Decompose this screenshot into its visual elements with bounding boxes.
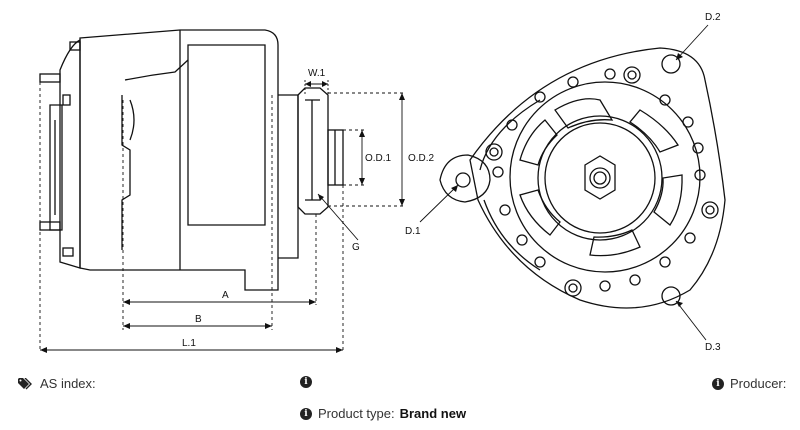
mounting-ear	[439, 154, 491, 203]
label-a: A	[222, 290, 229, 301]
label-d2: D.2	[705, 12, 721, 23]
product-type-label: Product type:	[318, 406, 395, 421]
as-index-info: i	[300, 376, 318, 388]
label-g: G	[352, 242, 360, 253]
alternator-technical-drawing: W.1 O.D.1 O.D.2 G A B L.1	[39, 12, 726, 353]
side-dimensions	[39, 80, 405, 352]
left-stud-top	[39, 73, 61, 83]
pulley-side	[297, 87, 329, 215]
mount-hole-d3	[661, 286, 681, 306]
info-circle-icon[interactable]: i	[300, 407, 312, 420]
product-type-row: i Product type: Brand new	[300, 406, 466, 421]
label-w1: W.1	[308, 68, 326, 79]
label-d1: D.1	[405, 226, 421, 237]
producer-label: Producer:	[730, 376, 787, 391]
as-index-label: AS index:	[40, 376, 96, 391]
pulley-nut	[584, 155, 616, 200]
info-circle-icon[interactable]: i	[300, 376, 312, 388]
mount-hole-d1	[455, 172, 471, 188]
mount-hole-d2	[661, 54, 681, 74]
side-view	[39, 29, 344, 291]
as-index-row: AS index:	[18, 376, 96, 391]
dimension-arrowheads	[40, 81, 405, 353]
label-l1: L.1	[182, 338, 196, 349]
housing-outline	[79, 29, 279, 291]
front-plate	[509, 81, 701, 273]
label-od2: O.D.2	[408, 153, 435, 164]
product-type-value: Brand new	[399, 406, 467, 421]
rotor-disc	[537, 115, 663, 241]
front-leaders	[419, 24, 709, 341]
info-circle-icon[interactable]: i	[712, 377, 724, 390]
producer-row: i Producer:	[712, 376, 786, 391]
label-d3: D.3	[705, 342, 721, 353]
front-housing-outline	[469, 47, 726, 309]
label-od1: O.D.1	[365, 153, 392, 164]
tags-icon	[18, 377, 34, 390]
front-view	[439, 47, 726, 309]
label-b: B	[195, 314, 202, 325]
